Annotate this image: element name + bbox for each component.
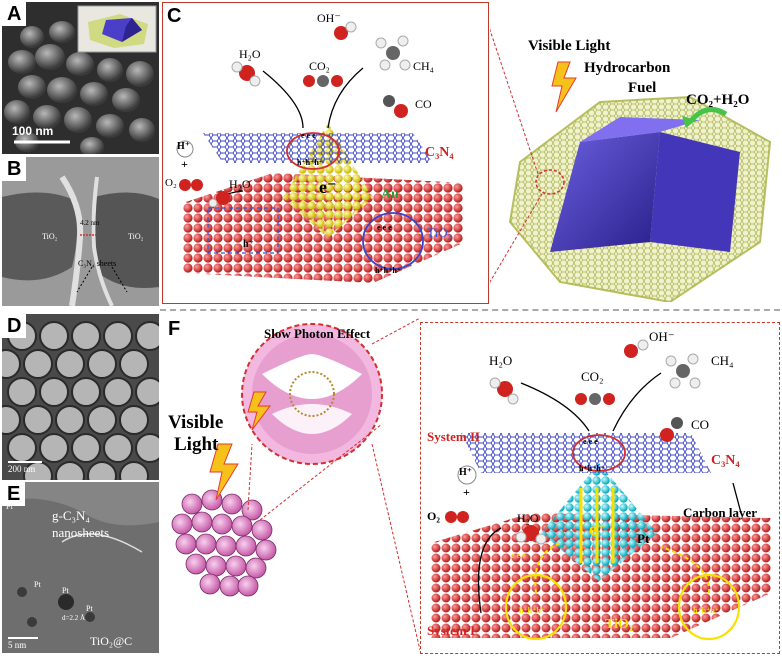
panel-c: C H₂O CO₂ OH⁻ CH₄ CO C₃N₄ H⁺ + O₂ H₂O Au…: [162, 2, 489, 304]
label-h2o-bottom: H₂O: [229, 177, 251, 191]
label-co: CO: [415, 97, 432, 111]
label-h2o-top-f: H₂O: [489, 353, 513, 368]
panel-letter-d: D: [2, 314, 27, 338]
label-system-1: System I: [427, 623, 476, 638]
label-tio2-f: TiO₂: [605, 617, 634, 632]
panel-letter-a: A: [2, 2, 27, 26]
label-carbon-layer: Carbon layer: [683, 505, 758, 520]
label-ohm: OH⁻: [317, 11, 341, 25]
label-charges-mid-f: e e e: [511, 551, 526, 560]
panel-c-schematic: [176, 21, 463, 283]
label-ohm-f: OH⁻: [649, 329, 675, 344]
label-tio2-right: TiO₂: [128, 232, 144, 241]
scale-bar-label-a: 100 nm: [12, 124, 54, 138]
label-width: 4.2 nm: [80, 219, 100, 227]
panel-c-nanostructure: [490, 28, 772, 302]
panel-f-left-schematic: [171, 317, 421, 651]
label-fuel: Fuel: [628, 80, 657, 96]
label-charges-right-e: e e e: [377, 223, 392, 232]
label-co2: CO₂: [309, 59, 330, 73]
label-c3n4-f: C₃N₄: [711, 453, 740, 468]
label-light: Light: [174, 434, 219, 455]
label-ch4-f: CH₄: [711, 353, 734, 368]
label-gc3n4: g-C₃N₄: [52, 508, 90, 523]
label-co2-h2o: CO₂+H₂O: [686, 92, 750, 108]
label-charges-left-f: h⁺h⁺h⁺: [519, 606, 546, 615]
panel-b-micrograph: B TiO₂ TiO₂ 4.2 nm C₃N₄ sheets: [2, 157, 159, 306]
label-charges-top-h-f: h⁺h⁺h⁺: [579, 464, 606, 473]
label-d-spacing: d=2.2 Å: [62, 614, 86, 622]
label-ch4: CH₄: [413, 59, 434, 73]
divider: [160, 309, 780, 311]
label-visible-light-c: Visible Light: [528, 38, 611, 54]
tem-texture: [2, 157, 159, 306]
tem-texture-d: [2, 314, 159, 480]
label-tio2-left: TiO₂: [42, 232, 58, 241]
hrtem-texture: [2, 482, 159, 653]
label-h2o-bottom-f: H₂O: [517, 511, 539, 525]
panel-letter-b: B: [2, 157, 27, 181]
label-pt-2: Pt: [34, 580, 41, 589]
label-c3n4: C₃N₄: [425, 145, 454, 160]
label-eminus-f: e⁻: [589, 519, 607, 539]
label-c3n4-sheets: C₃N₄ sheets: [78, 259, 117, 268]
label-plus-f: +: [463, 485, 470, 499]
label-pt: Pt: [637, 531, 650, 546]
panel-letter-e: E: [2, 482, 26, 506]
label-pt-4: Pt: [86, 604, 93, 613]
sem-texture: [2, 2, 159, 154]
panel-f-reaction-box: H₂O CO₂ OH⁻ CH₄ CO System II C₃N₄ H⁺ + O…: [420, 322, 780, 654]
label-charges-top-h: h⁺h⁺h⁺: [297, 158, 324, 167]
label-co2-f: CO₂: [581, 369, 604, 384]
label-tio2c: TiO₂@C: [90, 634, 133, 648]
label-charges-right-h: h⁺h⁺h⁺: [375, 266, 402, 275]
label-tio2: TiO₂: [427, 225, 453, 240]
label-slow-photon: Slow Photon Effect: [264, 326, 371, 341]
panel-letter-c: C: [167, 5, 182, 27]
panel-e-micrograph: E g-C₃N₄ nanosheets Pt Pt Pt Pt d=2.2 Å …: [2, 482, 159, 653]
label-eminus: e⁻: [319, 177, 337, 197]
scale-bar-label-e: 5 nm: [8, 640, 27, 650]
panel-letter-f: F: [168, 318, 181, 340]
label-charges-right-f: h⁺h⁺h⁺: [693, 606, 720, 615]
label-pt-3: Pt: [62, 586, 69, 595]
label-pt-1: Pt: [6, 502, 13, 511]
label-hydrocarbon: Hydrocarbon: [584, 60, 671, 76]
panel-a-micrograph: A 100 nm: [2, 2, 159, 154]
label-charges-top-e: e e e: [301, 131, 316, 140]
label-system-2: System II: [427, 429, 481, 444]
label-o2: O₂: [165, 177, 177, 189]
label-nanosheets: nanosheets: [52, 525, 110, 540]
label-charges-left-h: h⁺: [243, 239, 254, 250]
label-h2o-top: H₂O: [239, 47, 261, 61]
label-au: Au: [381, 187, 399, 202]
label-o2-f: O₂: [427, 509, 440, 523]
label-co-f: CO: [691, 417, 710, 432]
panel-f-reaction-schematic: [431, 339, 771, 641]
label-plus: +: [181, 157, 188, 171]
panel-d-micrograph: D 200 nm: [2, 314, 159, 480]
label-visible: Visible: [168, 412, 224, 433]
scale-bar-label-d: 200 nm: [8, 464, 36, 474]
label-hplus-f: H⁺: [459, 467, 473, 478]
label-charges-top-f: e e e: [583, 437, 598, 446]
label-hplus: H⁺: [177, 141, 191, 152]
